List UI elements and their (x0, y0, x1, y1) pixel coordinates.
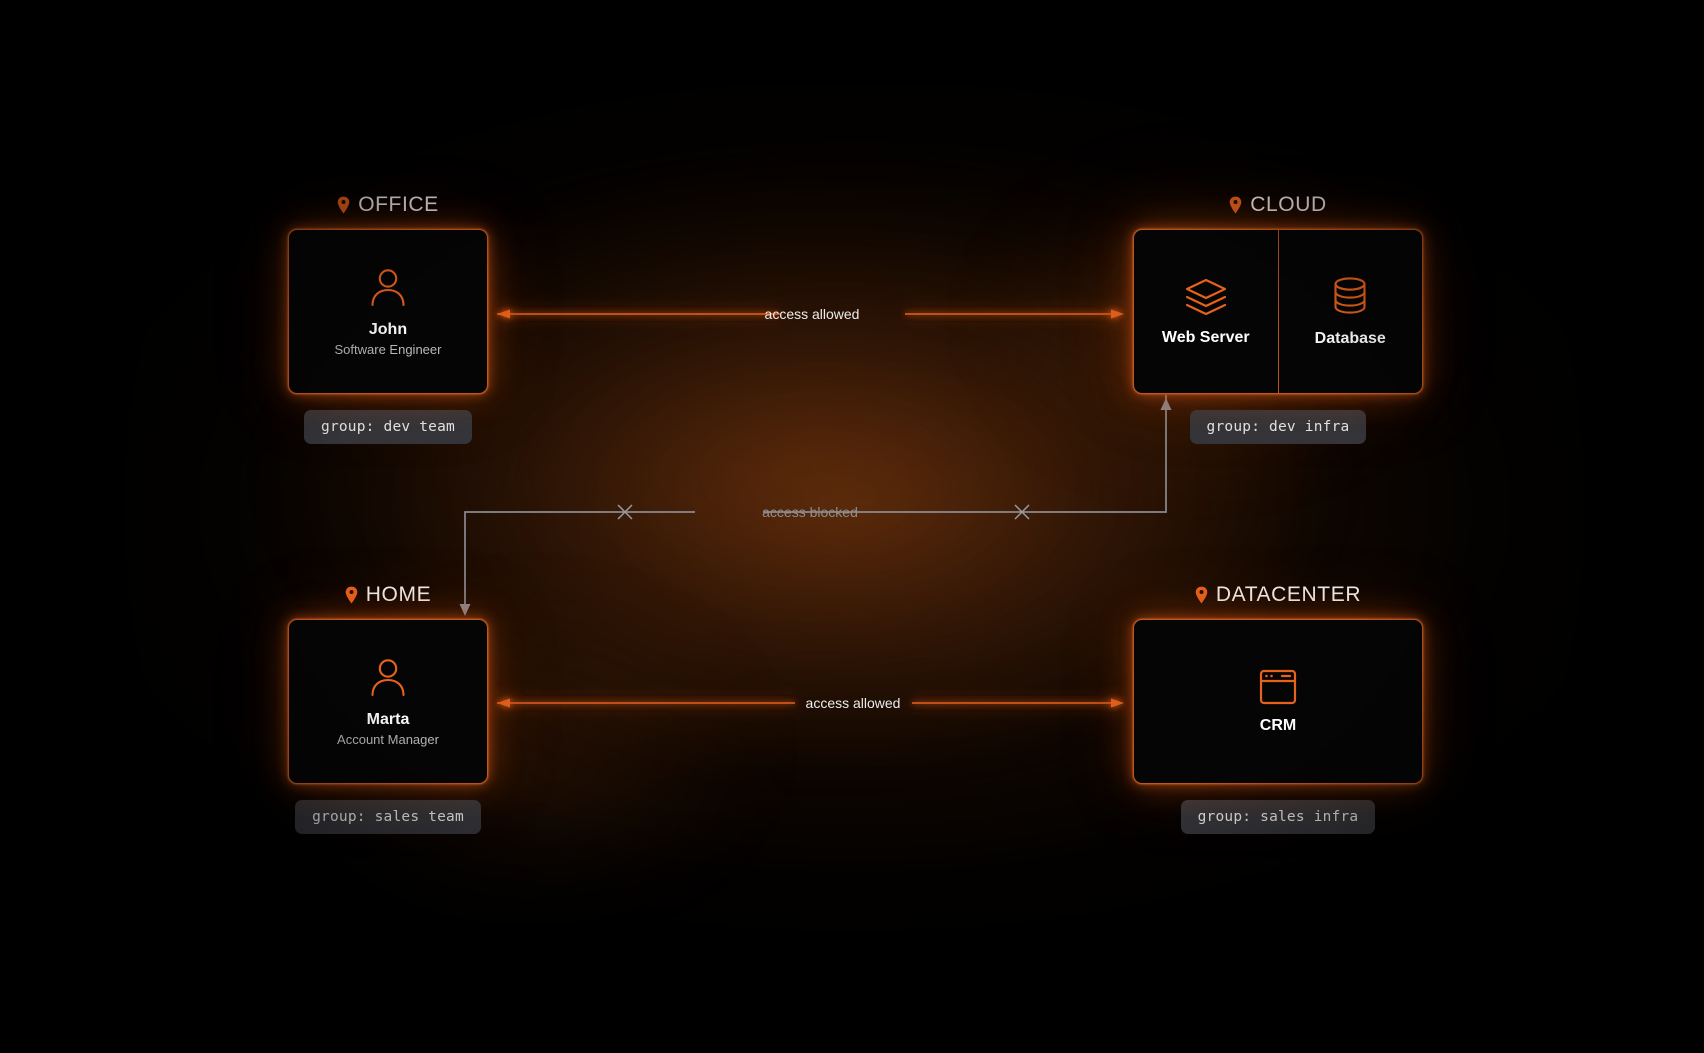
location-datacenter: DATACENTER CRM group: sales infra (1133, 583, 1423, 834)
location-cloud: CLOUD Web Server Database (1133, 193, 1423, 444)
node-name-marta: Marta (366, 711, 410, 728)
user-icon (371, 659, 405, 697)
location-home-title: HOME (288, 583, 488, 607)
map-pin-icon (345, 586, 358, 604)
group-badge-datacenter: group: sales infra (1180, 800, 1376, 834)
location-datacenter-title: DATACENTER (1133, 583, 1423, 607)
group-badge-cloud: group: dev infra (1189, 410, 1367, 444)
blocked-marker-right (1014, 504, 1030, 520)
edge-label-cloud-to-home: access blocked (762, 504, 858, 520)
node-card-marta[interactable]: Marta Account Manager (288, 619, 488, 784)
map-pin-icon (1195, 586, 1208, 604)
location-home: HOME Marta Account Manager group: sales … (288, 583, 488, 834)
database-icon (1334, 276, 1366, 314)
node-role-john: Software Engineer (334, 342, 442, 357)
node-crm[interactable]: CRM (1134, 620, 1422, 783)
node-card-cloud-services[interactable]: Web Server Database (1133, 229, 1423, 394)
node-role-marta: Account Manager (337, 732, 439, 747)
location-office-title: OFFICE (288, 193, 488, 217)
location-cloud-title: CLOUD (1133, 193, 1423, 217)
blocked-marker-left (617, 504, 633, 520)
location-office-label: OFFICE (358, 193, 439, 216)
map-pin-icon (337, 196, 350, 214)
edge-label-office-to-cloud: access allowed (764, 306, 860, 322)
location-datacenter-label: DATACENTER (1215, 583, 1362, 606)
node-label-web-server: Web Server (1161, 328, 1250, 346)
node-label-crm: CRM (1259, 716, 1297, 734)
node-label-database: Database (1314, 329, 1386, 347)
map-pin-icon (1229, 196, 1242, 214)
node-card-john[interactable]: John Software Engineer (288, 229, 488, 394)
user-icon (371, 269, 405, 307)
group-badge-office: group: dev team (304, 410, 472, 444)
location-office: OFFICE John Software Engineer group: dev… (288, 193, 488, 444)
node-database[interactable]: Database (1277, 230, 1423, 393)
edge-label-home-to-datacenter: access allowed (805, 695, 901, 711)
layers-icon (1185, 278, 1226, 315)
node-card-crm[interactable]: CRM (1133, 619, 1423, 784)
location-home-label: HOME (365, 583, 432, 606)
location-cloud-label: CLOUD (1250, 193, 1327, 216)
node-web-server[interactable]: Web Server (1134, 230, 1278, 393)
group-badge-home: group: sales team (295, 800, 481, 834)
browser-window-icon (1259, 669, 1297, 704)
node-name-john: John (368, 321, 408, 338)
